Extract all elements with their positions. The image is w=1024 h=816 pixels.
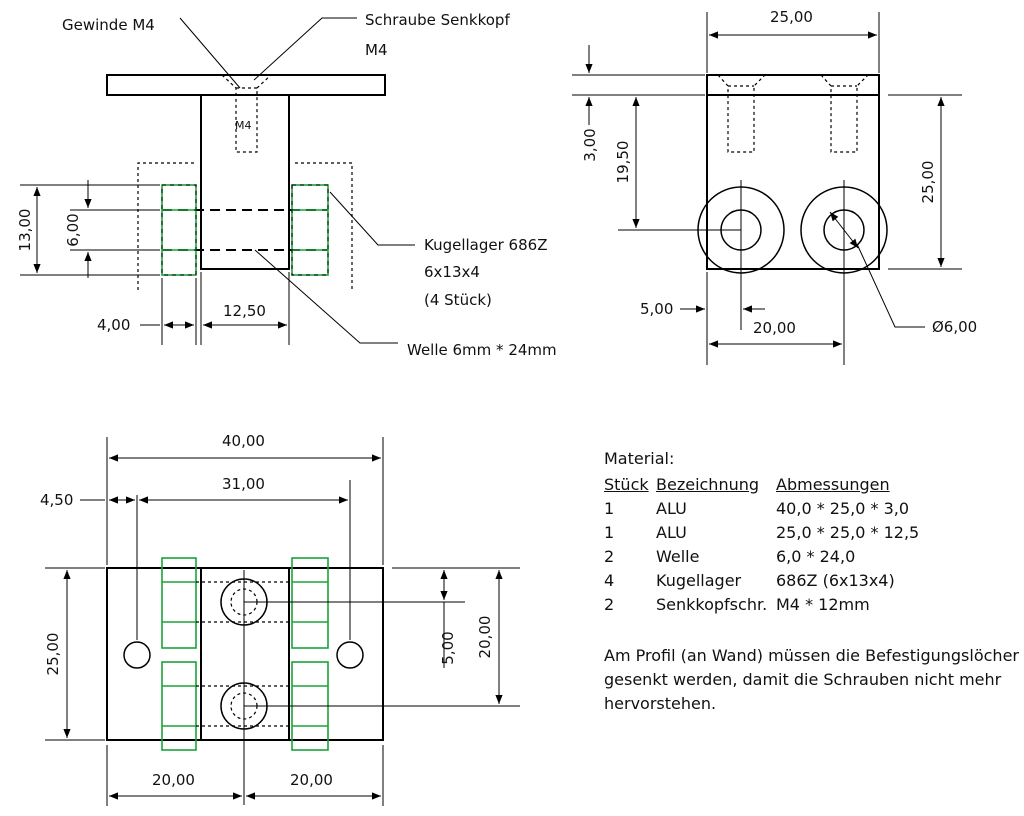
dim-5: 5,00 [640,300,673,318]
table-row: 2 Senkkopfschr. M4 * 12mm [604,593,919,617]
cell-name: Welle [656,546,700,566]
side-view: 25,00 3,00 19,50 25,00 5,00 20,00 Ø6,00 [572,8,977,365]
cell-qty: 4 [604,570,615,590]
cell-qty: 2 [604,546,615,566]
dim-4: 4,00 [97,316,130,334]
cell-dims: M4 * 12mm [776,594,870,614]
dim-3: 3,00 [581,128,599,161]
cell-qty: 1 [604,498,615,518]
side-screw-right [820,74,869,153]
bearing-label-1: Kugellager 686Z [424,236,547,254]
dim-6: 6,00 [64,213,82,246]
cell-dims: 6,0 * 24,0 [776,546,856,566]
side-screw-left [717,74,766,153]
cell-name: ALU [656,498,687,518]
table-row: 1 ALU 40,0 * 25,0 * 3,0 [604,497,919,521]
cell-dims: 40,0 * 25,0 * 3,0 [776,498,910,518]
top-view: 40,00 31,00 4,50 25,00 20,00 5,00 20,00 … [40,432,520,806]
dim-20-right: 20,00 [476,616,494,659]
dim-25-top: 25,00 [770,8,813,26]
dim-19-5: 19,50 [614,141,632,184]
bracket-block [200,94,290,270]
dim-4-5: 4,50 [40,491,73,509]
m4-inner-label: M4 [235,119,252,132]
cell-name: ALU [656,522,687,542]
table-row: 4 Kugellager 686Z (6x13x4) [604,569,919,593]
shaft-label: Welle 6mm * 24mm [407,341,557,359]
cell-name: Senkkopfschr. [656,594,768,614]
dim-20: 20,00 [753,319,796,337]
side-block [706,74,880,270]
plate-outline [106,567,384,741]
housing-left [137,162,195,290]
header-qty: Stück [604,474,649,494]
dim-13: 13,00 [16,209,34,252]
material-title: Material: [604,449,675,468]
dim-25-left: 25,00 [44,633,62,676]
dim-40: 40,00 [222,432,265,450]
bearing-label-3: (4 Stück) [424,291,492,309]
thread-leader [179,17,241,89]
bearing-leader [329,191,415,246]
cell-dims: 25,0 * 25,0 * 12,5 [776,522,920,542]
dim-20-b: 20,00 [290,771,333,789]
cell-dims: 686Z (6x13x4) [776,570,895,590]
mount-hole-left [123,641,151,669]
housing-right [295,162,353,290]
dim-12-5: 12,50 [223,302,266,320]
header-dims: Abmessungen [776,474,890,494]
bearing-left [161,184,197,276]
table-row: 1 ALU 25,0 * 25,0 * 12,5 [604,521,919,545]
base-plate [106,74,386,96]
screw-label-2: M4 [365,41,388,59]
cell-qty: 1 [604,522,615,542]
bearing-label-2: 6x13x4 [424,263,480,281]
dim-20-a: 20,00 [152,771,195,789]
screw-leader [253,17,357,81]
material-header-row: Stück Bezeichnung Abmessungen [604,473,919,497]
front-view: M4 Gewinde M4 Schraube Senkkopf M4 Kugel… [16,11,557,359]
mount-hole-right [336,641,364,669]
material-list: Material: Stück Bezeichnung Abmessungen … [604,449,919,617]
thread-label: Gewinde M4 [62,16,155,34]
cell-qty: 2 [604,594,615,614]
dim-5-top: 5,00 [439,631,457,664]
bearing-right [291,184,329,276]
table-row: 2 Welle 6,0 * 24,0 [604,545,919,569]
cell-name: Kugellager [656,570,742,590]
header-name: Bezeichnung [656,474,760,494]
countersunk-screw [221,74,272,153]
shaft-leader [254,249,398,344]
dim-dia: Ø6,00 [932,318,977,336]
top-bearings [161,557,329,751]
material-table: Stück Bezeichnung Abmessungen 1 ALU 40,0… [604,473,919,617]
dia-leader [856,243,925,328]
dim-31: 31,00 [222,475,265,493]
dim-25-right: 25,00 [919,161,937,204]
block-outline [200,567,290,741]
screw-label-1: Schraube Senkkopf [365,11,510,29]
assembly-note: Am Profil (an Wand) müssen die Befestigu… [604,646,1019,713]
